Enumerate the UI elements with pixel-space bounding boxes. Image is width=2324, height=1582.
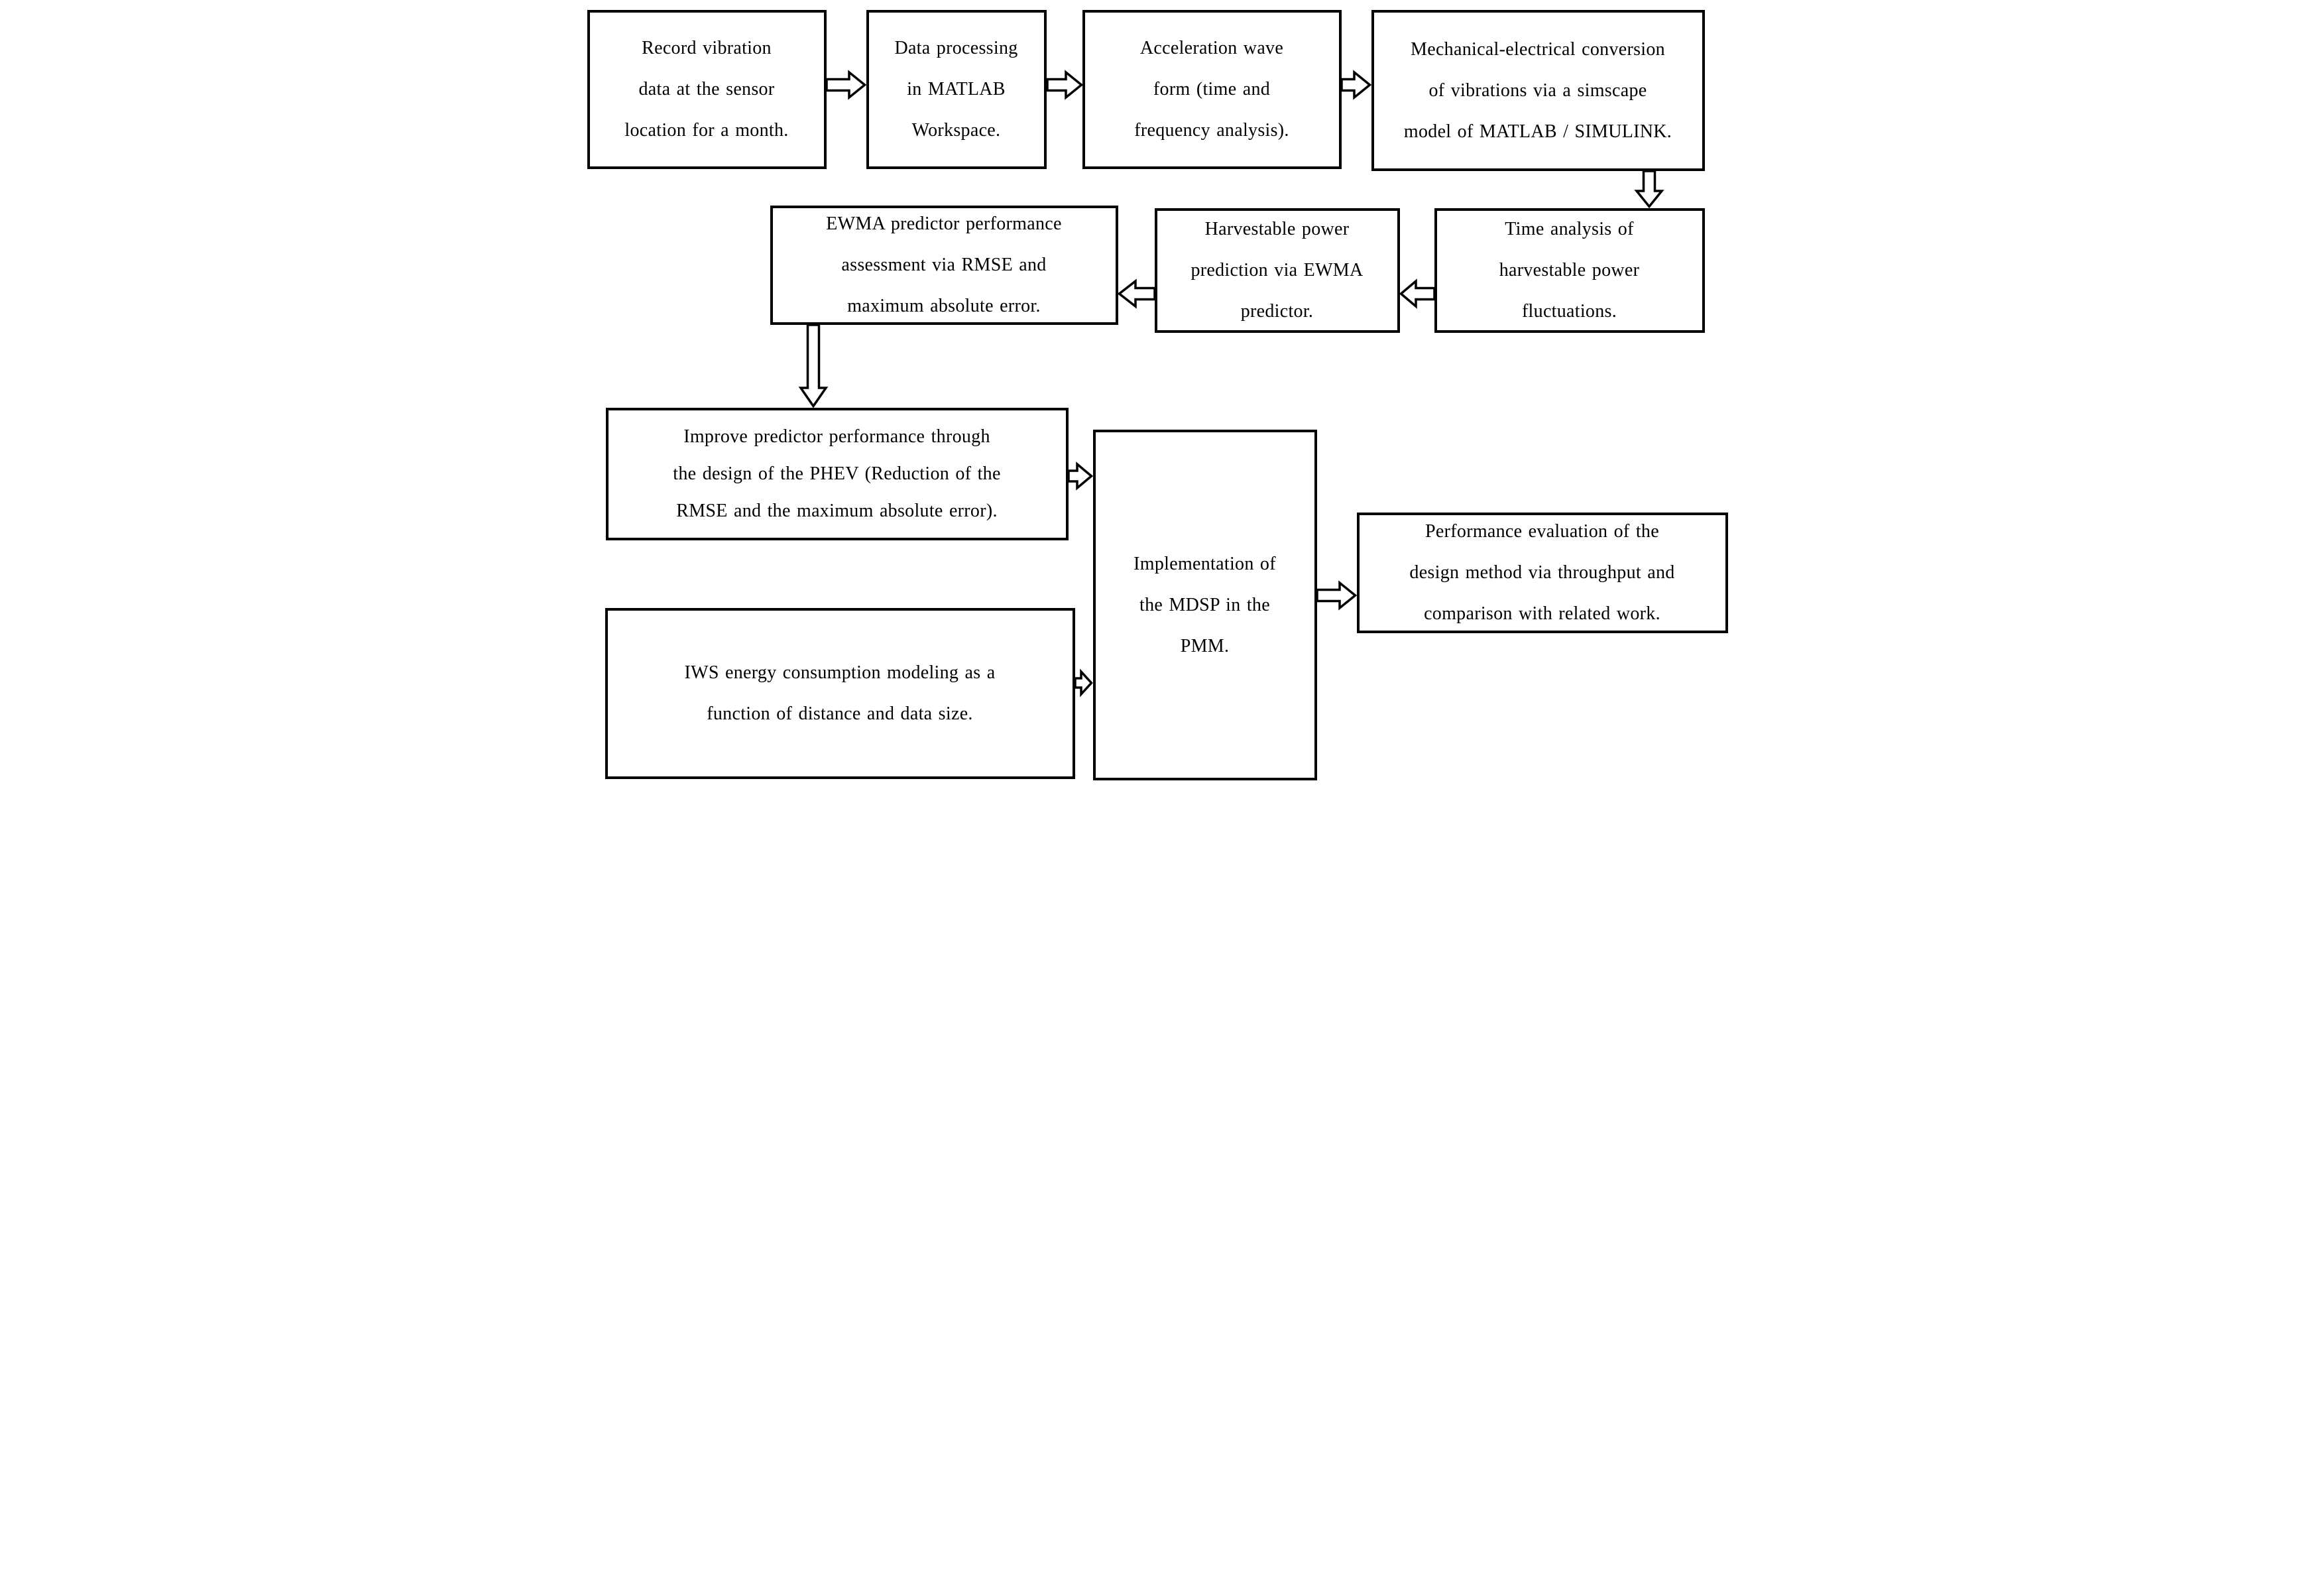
node-predictor-assessment: EWMA predictor performance assessment vi… <box>770 206 1118 325</box>
flow-arrow-right-improve-to-implementation-icon <box>1067 461 1093 491</box>
flow-arrow-right-record-to-processing-icon <box>825 70 866 100</box>
flow-arrow-left-time-analysis-to-prediction-icon <box>1399 278 1436 309</box>
node-data-processing: Data processing in MATLAB Workspace. <box>866 10 1047 169</box>
flow-arrow-right-waveform-to-conversion-icon <box>1340 70 1371 100</box>
flow-arrow-down-assessment-to-improve-icon <box>798 324 828 408</box>
node-implementation-mdsp-label: Implementation of the MDSP in the PMM. <box>1133 553 1276 656</box>
node-predictor-assessment-label: EWMA predictor performance assessment vi… <box>826 213 1062 316</box>
flowchart: Record vibration data at the sensor loca… <box>581 0 1743 791</box>
flow-arrow-right-iws-to-implementation-icon <box>1073 668 1093 698</box>
node-implementation-mdsp: Implementation of the MDSP in the PMM. <box>1092 430 1317 780</box>
node-mechanical-electrical-conversion: Mechanical-electrical conversion of vibr… <box>1371 10 1705 171</box>
node-data-processing-label: Data processing in MATLAB Workspace. <box>894 38 1018 141</box>
node-time-analysis: Time analysis of harvestable power fluct… <box>1434 208 1705 333</box>
node-mechanical-electrical-conversion-label: Mechanical-electrical conversion of vibr… <box>1403 38 1672 142</box>
node-improve-predictor: Improve predictor performance through th… <box>605 408 1069 540</box>
flow-arrow-right-implementation-to-evaluation-icon <box>1315 580 1357 611</box>
node-acceleration-waveform-label: Acceleration wave form (time and frequen… <box>1134 38 1289 141</box>
node-performance-evaluation: Performance evaluation of the design met… <box>1356 513 1728 633</box>
node-record-vibration: Record vibration data at the sensor loca… <box>587 10 827 169</box>
node-time-analysis-label: Time analysis of harvestable power fluct… <box>1499 219 1640 322</box>
node-acceleration-waveform: Acceleration wave form (time and frequen… <box>1082 10 1342 169</box>
flow-arrow-down-conversion-to-time-analysis-icon <box>1633 170 1664 209</box>
node-power-prediction: Harvestable power prediction via EWMA pr… <box>1154 208 1400 333</box>
node-power-prediction-label: Harvestable power prediction via EWMA pr… <box>1191 219 1364 322</box>
flow-arrow-right-processing-to-waveform-icon <box>1045 70 1083 100</box>
node-iws-energy-modeling-label: IWS energy consumption modeling as a fun… <box>684 662 996 724</box>
node-iws-energy-modeling: IWS energy consumption modeling as a fun… <box>605 608 1075 779</box>
node-performance-evaluation-label: Performance evaluation of the design met… <box>1409 521 1675 624</box>
node-record-vibration-label: Record vibration data at the sensor loca… <box>624 38 789 141</box>
flow-arrow-left-prediction-to-assessment-icon <box>1117 278 1156 309</box>
node-improve-predictor-label: Improve predictor performance through th… <box>673 426 1001 521</box>
